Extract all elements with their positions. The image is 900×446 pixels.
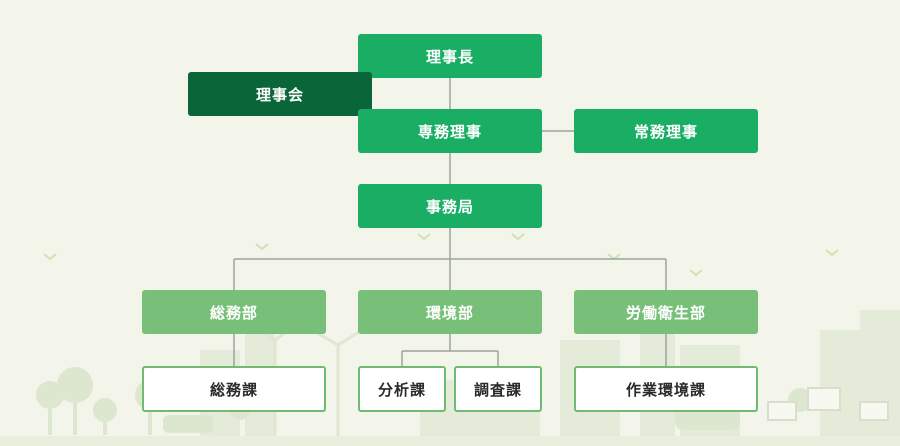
survey-section-box: 調査課: [454, 366, 542, 412]
general-affairs-section-box: 総務課: [142, 366, 326, 412]
executive-director-box: 専務理事: [358, 109, 542, 153]
general-affairs-department-box: 総務部: [142, 290, 326, 334]
chairman-box: 理事長: [358, 34, 542, 78]
board-box: 理事会: [188, 72, 372, 116]
environment-department-box: 環境部: [358, 290, 542, 334]
occupational-health-department-box: 労働衛生部: [574, 290, 758, 334]
secretariat-box: 事務局: [358, 184, 542, 228]
analysis-section-box: 分析課: [358, 366, 446, 412]
managing-director-box: 常務理事: [574, 109, 758, 153]
work-environment-section-box: 作業環境課: [574, 366, 758, 412]
